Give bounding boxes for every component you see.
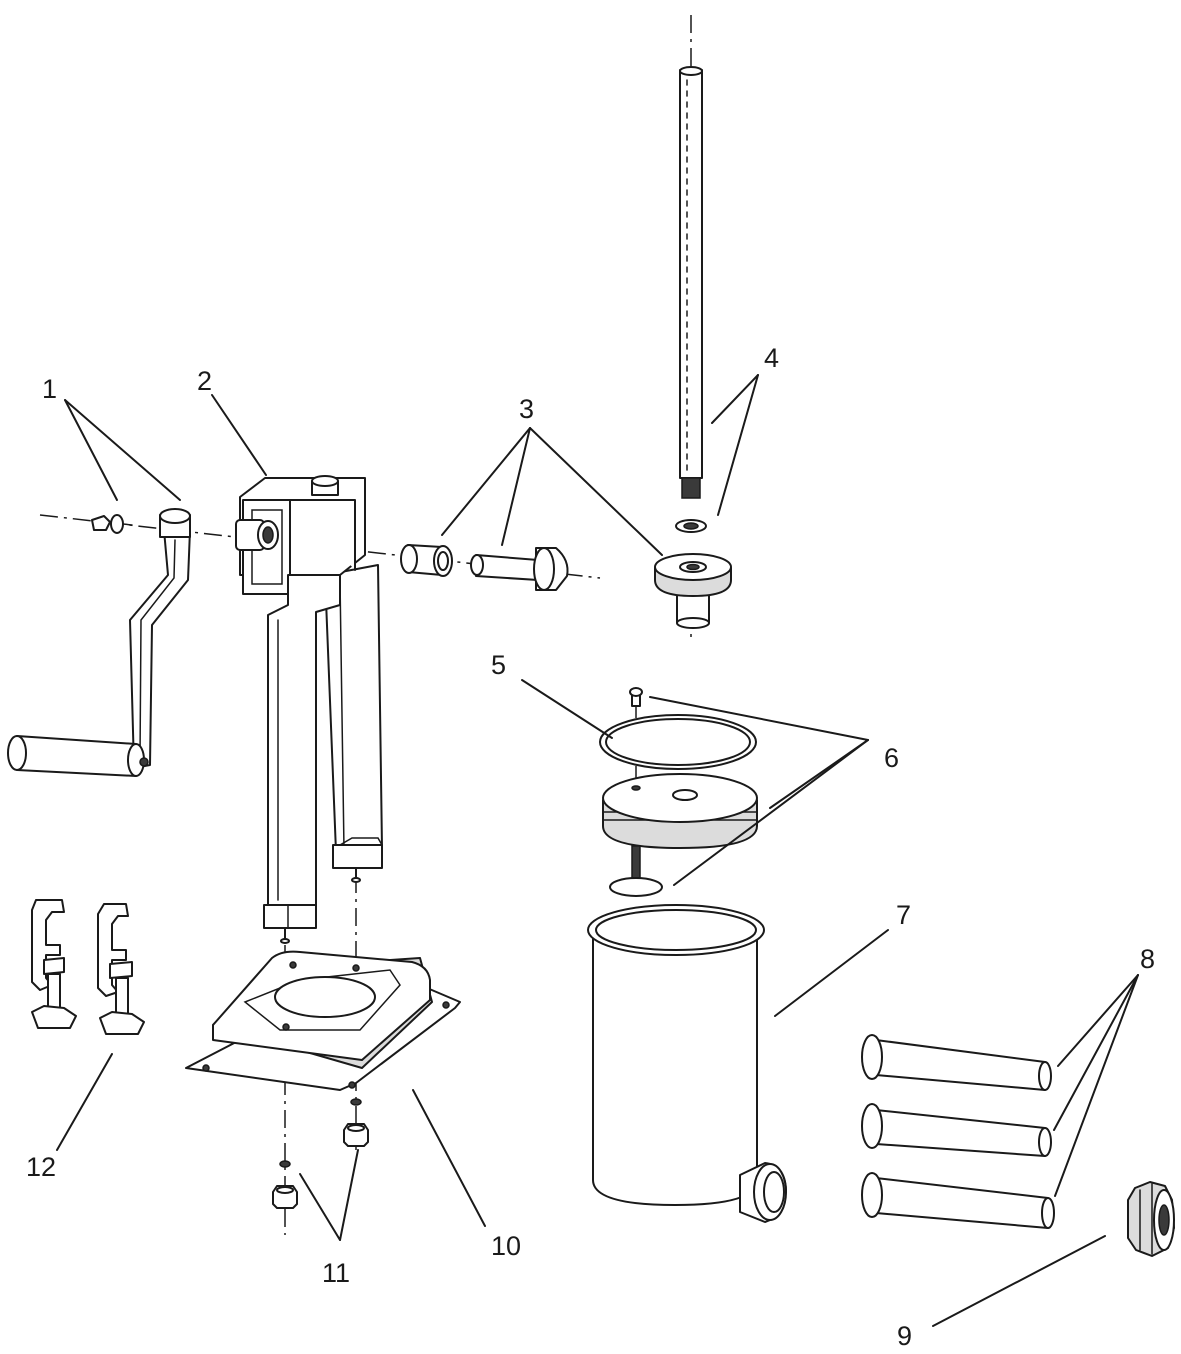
stuffing-tubes <box>861 1034 1055 1229</box>
main-frame <box>235 475 383 944</box>
label-1: 1 <box>42 374 57 404</box>
table-clamps <box>31 899 145 1035</box>
stuffing-tube-2 <box>861 1103 1052 1157</box>
rod-thread <box>681 477 701 499</box>
label-5: 5 <box>491 650 506 680</box>
crank-screw <box>91 515 111 531</box>
clamp-left <box>31 899 77 1029</box>
label-11: 11 <box>322 1258 350 1288</box>
base-center-hole <box>274 976 376 1018</box>
label-9: 9 <box>897 1321 912 1351</box>
piston-rod <box>679 69 703 479</box>
stuffing-tube-1 <box>861 1034 1052 1091</box>
cylinder <box>587 904 787 1223</box>
base-plate <box>185 950 461 1091</box>
axle-bushing-and-bolt <box>400 544 569 591</box>
piston-rod-assembly <box>654 66 732 629</box>
back-upright <box>324 564 383 853</box>
piston-assembly <box>602 687 758 897</box>
nuts-and-washers <box>272 1098 369 1209</box>
label-2: 2 <box>197 366 212 396</box>
leader-lines <box>56 374 1139 1327</box>
o-ring <box>599 714 757 770</box>
cylinder-body <box>592 934 758 1206</box>
crank-arm <box>129 529 191 769</box>
label-7: 7 <box>896 900 911 930</box>
label-8: 8 <box>1140 944 1155 974</box>
label-6: 6 <box>884 743 899 773</box>
clamp-right <box>97 903 145 1035</box>
axle-bolt <box>475 554 539 581</box>
washer-front <box>279 1160 291 1168</box>
piston-bottom-screw <box>631 845 641 879</box>
part-labels: 1 2 3 4 5 6 7 8 9 10 11 12 <box>26 343 1155 1351</box>
label-4: 4 <box>764 343 779 373</box>
piston-plate <box>609 877 663 897</box>
label-10: 10 <box>491 1231 521 1261</box>
spout-nut <box>1127 1181 1175 1257</box>
label-3: 3 <box>519 394 534 424</box>
crank-handle <box>7 508 191 777</box>
crank-grip <box>16 735 137 777</box>
stuffing-tube-3 <box>861 1172 1055 1229</box>
washer-back <box>350 1098 362 1106</box>
label-12: 12 <box>26 1152 56 1182</box>
